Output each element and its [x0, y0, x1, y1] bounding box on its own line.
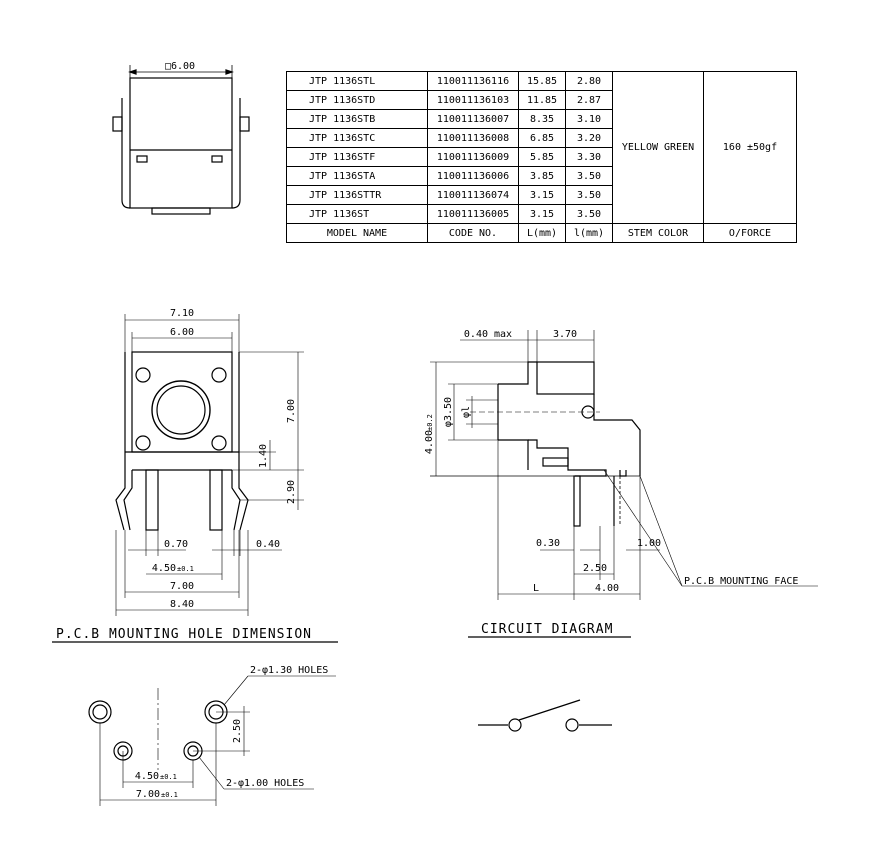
- table-row: JTP 1136STD 110011136103 11.85 2.87: [286, 90, 797, 110]
- pcb-hole-view: [52, 636, 631, 806]
- code-cell: 110011136009: [427, 147, 519, 167]
- l-cell: 3.85: [518, 166, 566, 186]
- model-cell: JTP 1136ST: [286, 204, 428, 224]
- small-l-cell: 3.50: [565, 185, 613, 205]
- header-force: O/FORCE: [703, 223, 797, 243]
- front-dim-7-00-width: 7.00: [170, 581, 194, 592]
- code-cell: 110011136074: [427, 185, 519, 205]
- top-view: [112, 65, 250, 215]
- front-dim-4-50: 4.50: [152, 563, 176, 574]
- header-code: CODE NO.: [427, 223, 519, 243]
- front-view: [115, 314, 304, 616]
- model-cell: JTP 1136STA: [286, 166, 428, 186]
- pcb-dim-2-50: 2.50: [232, 719, 243, 743]
- code-cell: 110011136116: [427, 71, 519, 91]
- stem-color-cell: YELLOW GREEN: [612, 71, 704, 224]
- l-cell: 3.15: [518, 204, 566, 224]
- front-dim-0-40: 0.40: [256, 539, 280, 550]
- side-dim-4-00b: 4.00: [595, 583, 619, 594]
- front-dim-7-00-height: 7.00: [286, 399, 297, 423]
- model-cell: JTP 1136STF: [286, 147, 428, 167]
- table-row: JTP 1136STF 110011136009 5.85 3.30: [286, 147, 797, 167]
- code-cell: 110011136103: [427, 90, 519, 110]
- table-row: JTP 1136STB 110011136007 8.35 3.10: [286, 109, 797, 129]
- l-cell: 8.35: [518, 109, 566, 129]
- side-dim-2-50: 2.50: [583, 563, 607, 574]
- side-dim-0-40-max: 0.40 max: [464, 329, 512, 340]
- header-small-l: l(mm): [565, 223, 613, 243]
- pcb-dim-4-50: 4.50: [135, 771, 159, 782]
- small-l-cell: 3.30: [565, 147, 613, 167]
- front-dim-6-00: 6.00: [170, 327, 194, 338]
- small-l-cell: 3.10: [565, 109, 613, 129]
- table-header-row: MODEL NAME CODE NO. L(mm) l(mm) STEM COL…: [286, 223, 797, 243]
- model-cell: JTP 1136STD: [286, 90, 428, 110]
- side-dim-0-30: 0.30: [536, 538, 560, 549]
- front-dim-4-50-tol: ±0.1: [177, 565, 194, 573]
- model-spec-table: JTP 1136STL 110011136116 15.85 2.80 YELL…: [286, 71, 797, 243]
- pcb-mounting-face-label: P.C.B MOUNTING FACE: [684, 576, 798, 587]
- side-dim-3-70: 3.70: [553, 329, 577, 340]
- code-cell: 110011136006: [427, 166, 519, 186]
- small-l-cell: 2.87: [565, 90, 613, 110]
- l-cell: 15.85: [518, 71, 566, 91]
- model-cell: JTP 1136STC: [286, 128, 428, 148]
- large-holes-label: 2-φ1.30 HOLES: [250, 665, 328, 676]
- side-dim-1-00: 1.00: [637, 538, 661, 549]
- pcb-dim-7-00-tol: ±0.1: [161, 791, 178, 799]
- model-cell: JTP 1136STB: [286, 109, 428, 129]
- top-view-width-label: □6.00: [165, 61, 195, 72]
- l-cell: 3.15: [518, 185, 566, 205]
- code-cell: 110011136005: [427, 204, 519, 224]
- front-dim-8-40: 8.40: [170, 599, 194, 610]
- side-dim-4-00: 4.00: [424, 430, 435, 454]
- code-cell: 110011136008: [427, 128, 519, 148]
- l-cell: 6.85: [518, 128, 566, 148]
- header-stem-color: STEM COLOR: [612, 223, 704, 243]
- small-l-cell: 3.20: [565, 128, 613, 148]
- front-dim-1-40: 1.40: [258, 444, 269, 468]
- table-row: JTP 1136STC 110011136008 6.85 3.20: [286, 128, 797, 148]
- table-row: JTP 1136ST 110011136005 3.15 3.50: [286, 204, 797, 224]
- side-dim-L: L: [533, 583, 539, 594]
- side-dim-dia-l: φl: [461, 406, 472, 418]
- front-dim-0-70: 0.70: [164, 539, 188, 550]
- front-dim-7-10: 7.10: [170, 308, 194, 319]
- code-cell: 110011136007: [427, 109, 519, 129]
- table-row: JTP 1136STTR 110011136074 3.15 3.50: [286, 185, 797, 205]
- side-dim-4-00-tol: ±0.2: [426, 414, 434, 431]
- small-l-cell: 2.80: [565, 71, 613, 91]
- pcb-dim-4-50-tol: ±0.1: [160, 773, 177, 781]
- small-holes-label: 2-φ1.00 HOLES: [226, 778, 304, 789]
- header-model: MODEL NAME: [286, 223, 428, 243]
- pcb-hole-title: P.C.B MOUNTING HOLE DIMENSION: [56, 627, 312, 642]
- l-cell: 5.85: [518, 147, 566, 167]
- pcb-dim-7-00: 7.00: [136, 789, 160, 800]
- circuit-title: CIRCUIT DIAGRAM: [481, 622, 613, 637]
- small-l-cell: 3.50: [565, 166, 613, 186]
- l-cell: 11.85: [518, 90, 566, 110]
- model-cell: JTP 1136STTR: [286, 185, 428, 205]
- small-l-cell: 3.50: [565, 204, 613, 224]
- circuit-diagram: [478, 699, 612, 732]
- force-cell: 160 ±50gf: [703, 71, 797, 224]
- model-cell: JTP 1136STL: [286, 71, 428, 91]
- table-row: JTP 1136STL 110011136116 15.85 2.80 YELL…: [286, 71, 797, 224]
- front-dim-2-90: 2.90: [286, 480, 297, 504]
- side-view: [430, 330, 818, 600]
- header-l: L(mm): [518, 223, 566, 243]
- side-dim-dia-3-50: φ3.50: [443, 397, 454, 427]
